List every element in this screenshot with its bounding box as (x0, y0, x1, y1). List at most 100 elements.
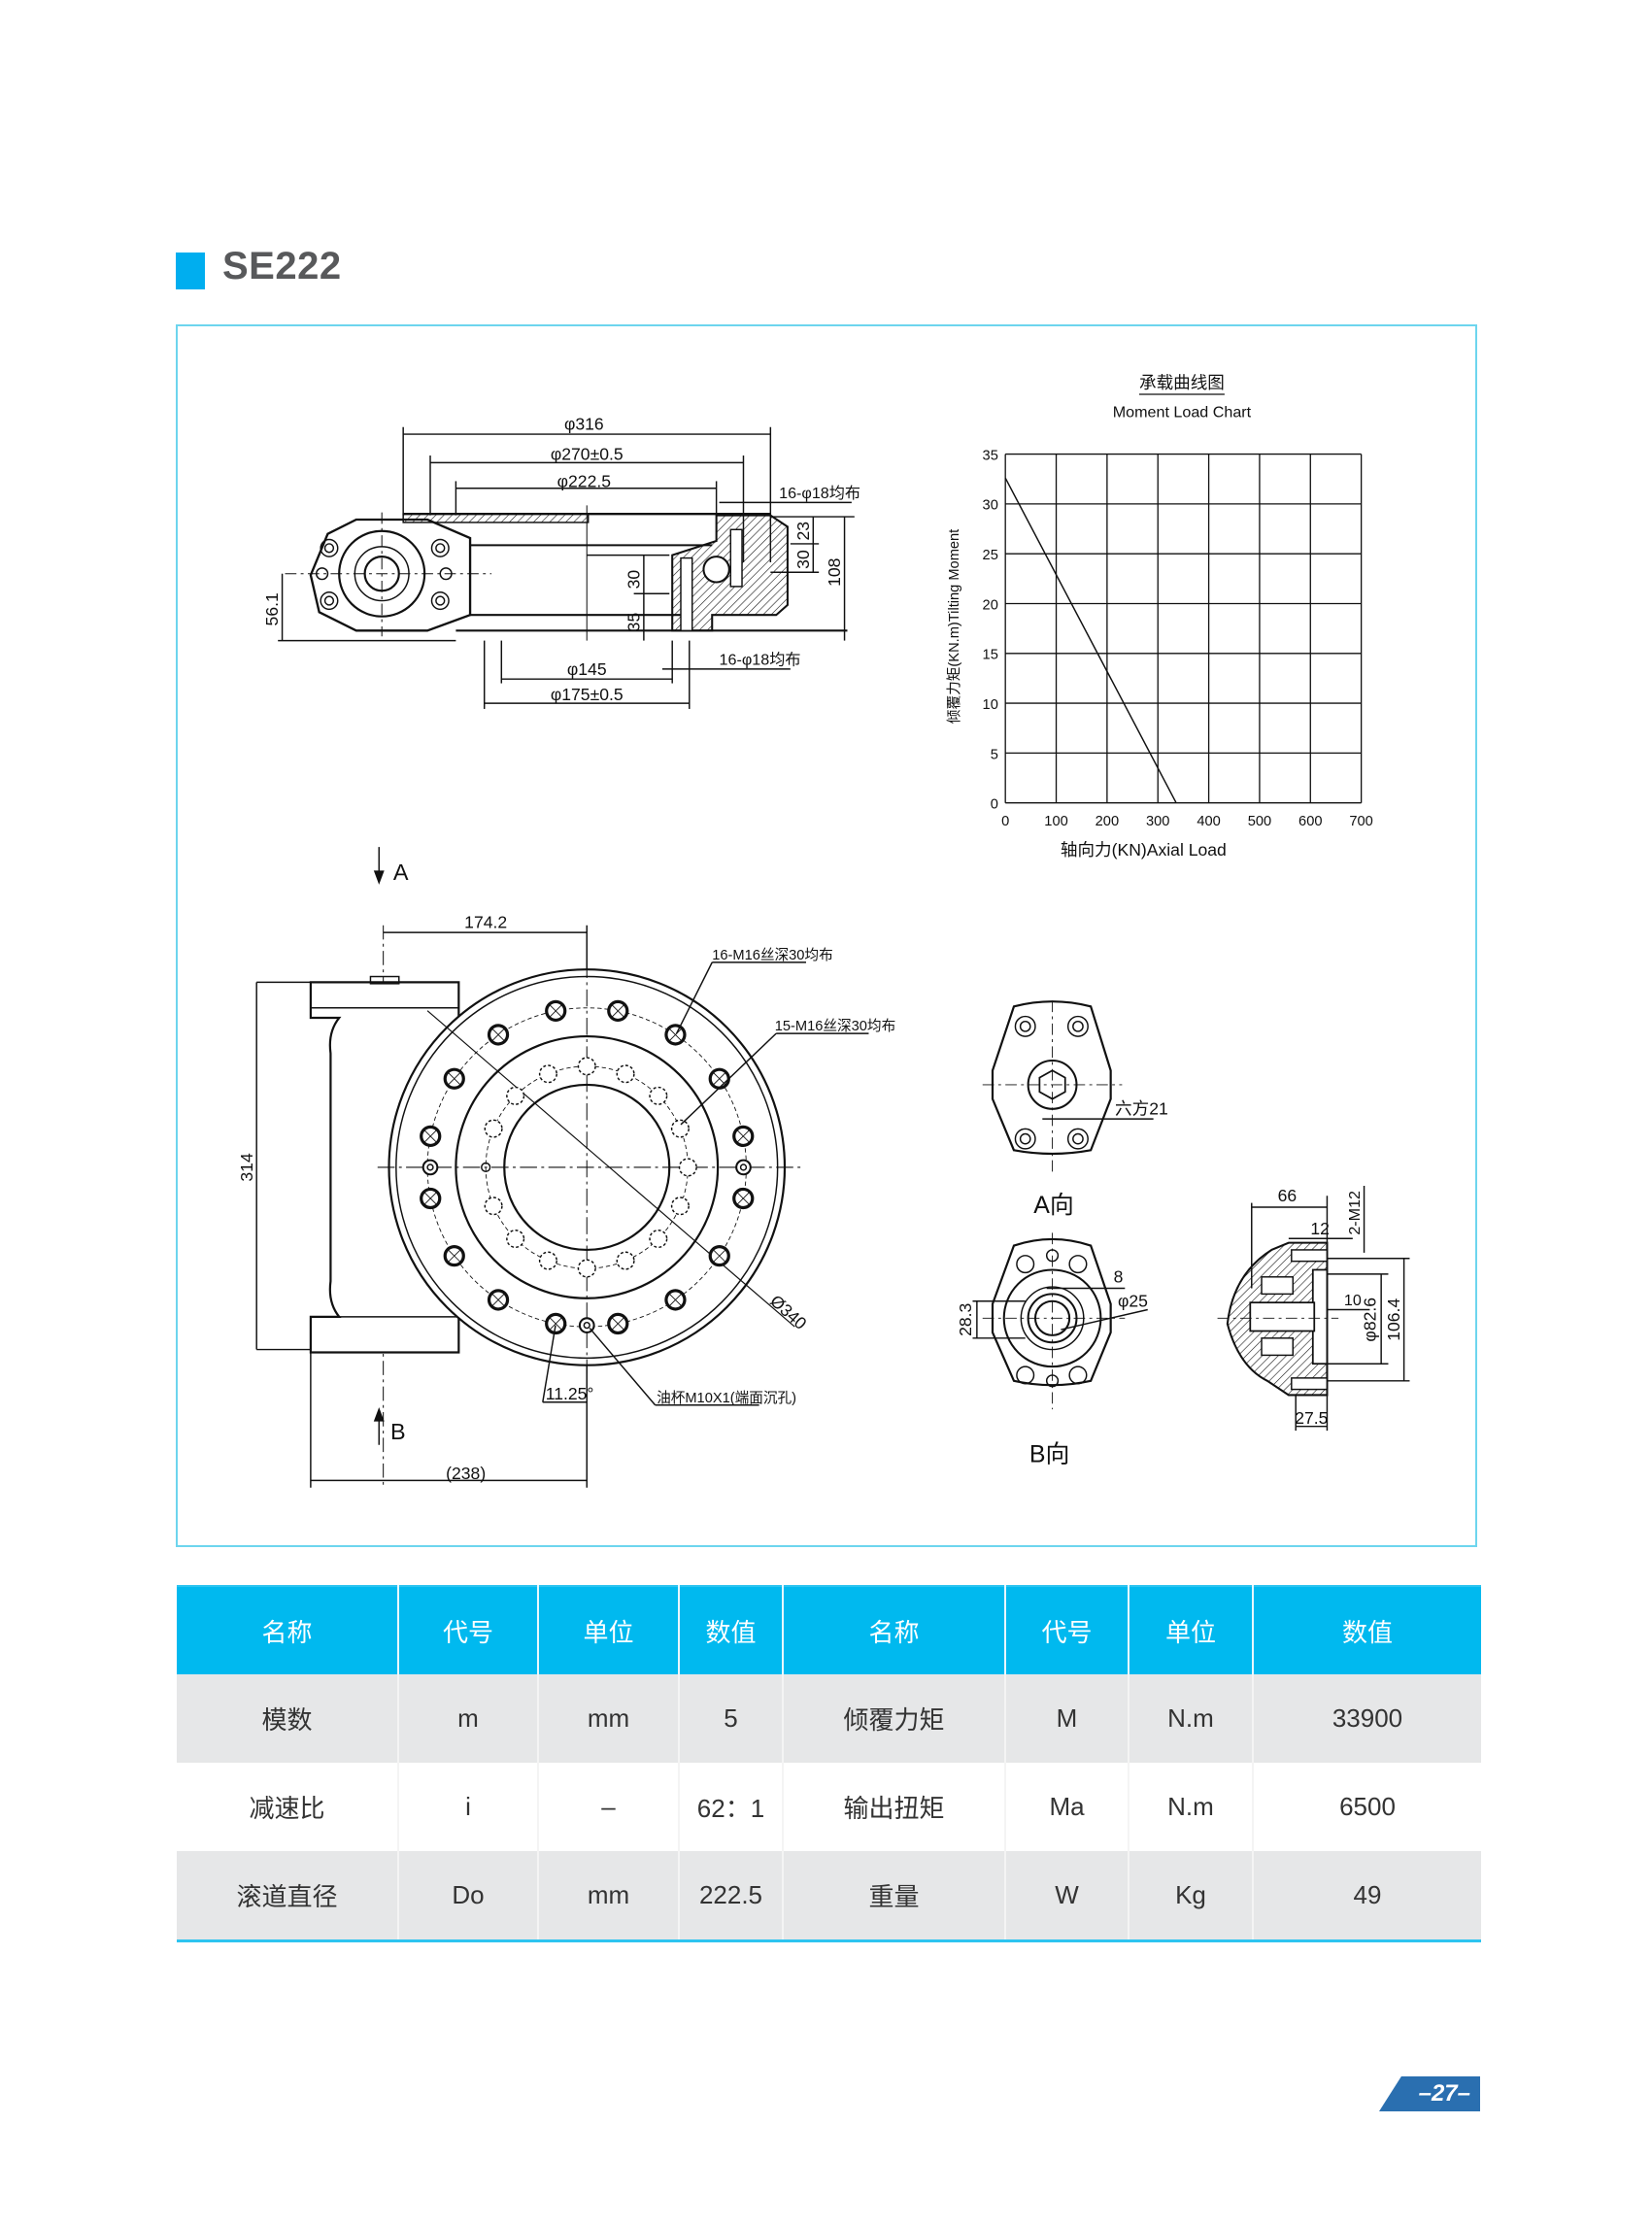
chart-ytick-label: 0 (991, 797, 998, 813)
dim-35: 35 (624, 613, 643, 632)
dim-106: 106.4 (1384, 1298, 1403, 1341)
section-view: 66 12 2-M12 10 φ82.6 106.4 27.5 (1217, 1185, 1410, 1432)
hole-cross (491, 1294, 505, 1306)
angle-label: 11.25° (546, 1384, 594, 1403)
key-width-label: 8 (1114, 1267, 1124, 1287)
dim-d145: φ145 (567, 659, 607, 679)
table-cell: M (1004, 1674, 1129, 1763)
chart-subtitle: Moment Load Chart (1113, 403, 1252, 421)
table-cell: 62：1 (678, 1763, 783, 1851)
dim-d340: Ø340 (766, 1291, 811, 1333)
dim-d316: φ316 (564, 415, 604, 434)
column-header: 代号 (1004, 1586, 1129, 1674)
hole-cross (491, 1028, 505, 1041)
table-cell: Ma (1004, 1763, 1129, 1851)
inner-tapped-hole (649, 1229, 668, 1249)
column-header: 名称 (177, 1586, 398, 1674)
table-cell: N.m (1128, 1674, 1253, 1763)
dim-10: 10 (1344, 1292, 1362, 1309)
dim-12: 12 (1310, 1219, 1330, 1238)
hole-cross (424, 1129, 437, 1143)
inner-tapped-hole (670, 1197, 690, 1216)
hole-cross (448, 1072, 460, 1085)
chart-ytick-label: 15 (983, 648, 998, 663)
table-cell: W (1004, 1851, 1129, 1941)
hole-cross (737, 1129, 750, 1143)
inner-tapped-hole (649, 1086, 668, 1105)
table-cell: Do (397, 1851, 538, 1941)
table-cell: 减速比 (177, 1763, 398, 1851)
chart-xtick-label: 100 (1044, 814, 1067, 829)
grease-nipple-core (426, 1163, 434, 1171)
inner-tapped-hole (616, 1064, 635, 1084)
table-cell: 输出扭矩 (782, 1763, 1005, 1851)
a-view: 六方21 A向 (982, 1000, 1168, 1219)
view-arrow-b: B (390, 1419, 406, 1444)
table-cell: mm (537, 1851, 679, 1941)
b-view-caption: B向 (1029, 1440, 1070, 1467)
page-title: SE222 (222, 245, 342, 287)
table-cell: N.m (1128, 1763, 1253, 1851)
column-header: 单位 (1128, 1586, 1253, 1674)
chart-xtick-label: 400 (1197, 814, 1220, 829)
hole-cross (737, 1192, 750, 1205)
inner-tapped-hole (506, 1086, 525, 1105)
chart-xtick-label: 600 (1298, 814, 1322, 829)
chart-xtick-label: 200 (1096, 814, 1119, 829)
inner-tapped-hole (538, 1064, 557, 1084)
chart-series-line (1004, 477, 1177, 804)
column-header: 数值 (1252, 1586, 1481, 1674)
side-view: φ316 φ270±0.5 φ222.5 16-φ18均布 23 30 108 … (262, 415, 860, 709)
a-view-caption: A向 (1033, 1192, 1074, 1219)
dim-30-left: 30 (624, 570, 643, 590)
shaft-diameter-label: φ25 (1118, 1292, 1148, 1311)
pin-hole (481, 1162, 491, 1173)
dim-66: 66 (1278, 1186, 1298, 1205)
inner-tapped-hole (678, 1158, 697, 1177)
table-cell: Kg (1128, 1851, 1253, 1941)
hole-cross (612, 1004, 624, 1018)
dim-27: 27.5 (1295, 1408, 1328, 1428)
dim-56: 56.1 (262, 592, 282, 625)
dim-314: 314 (237, 1153, 256, 1182)
view-arrow-a: A (393, 860, 409, 885)
table-cell: 重量 (782, 1851, 1005, 1941)
dim-28: 28.3 (956, 1303, 975, 1336)
hole-cross (612, 1317, 624, 1331)
inner-tapped-hole (538, 1251, 557, 1270)
hole-cross (669, 1294, 682, 1306)
grease-nipple (421, 1159, 439, 1176)
hole-cross (424, 1192, 437, 1205)
inner-tapped-hole (484, 1197, 503, 1216)
dim-d175: φ175±0.5 (551, 685, 624, 704)
chart-xtick-label: 700 (1349, 814, 1372, 829)
table-cell: 33900 (1252, 1674, 1481, 1763)
table-cell: 222.5 (678, 1851, 783, 1941)
chart-ytick-label: 35 (983, 448, 998, 463)
tap16-label: 16-M16丝深30均布 (712, 947, 833, 963)
holes-top-label: 16-φ18均布 (779, 485, 860, 502)
holes-bottom-label: 16-φ18均布 (720, 652, 801, 669)
title-marker (176, 253, 205, 289)
dim-174: 174.2 (464, 913, 507, 932)
column-header: 名称 (782, 1586, 1005, 1674)
chart-ytick-label: 20 (983, 597, 998, 613)
grease-nipple-core (739, 1163, 748, 1171)
drawing-frame (176, 324, 1477, 1547)
chart-ytick-label: 25 (983, 548, 998, 563)
chart-title: 承载曲线图 (1139, 373, 1225, 392)
dim-d222: φ222.5 (557, 471, 612, 490)
chart-ytick-label: 5 (991, 747, 998, 762)
dim-30-right: 30 (793, 550, 813, 569)
inner-tapped-hole (670, 1119, 690, 1138)
table-cell: – (537, 1763, 679, 1851)
oil-cup-label: 油杯M10X1(端面沉孔) (657, 1390, 796, 1406)
column-header: 代号 (397, 1586, 538, 1674)
table-cell: 6500 (1252, 1763, 1481, 1851)
grease-nipple-core (583, 1321, 590, 1330)
front-view: A B 174.2 314 Ø340 16-M16丝深30均布 15-M16丝深… (237, 847, 895, 1488)
table-cell: 5 (678, 1674, 783, 1763)
